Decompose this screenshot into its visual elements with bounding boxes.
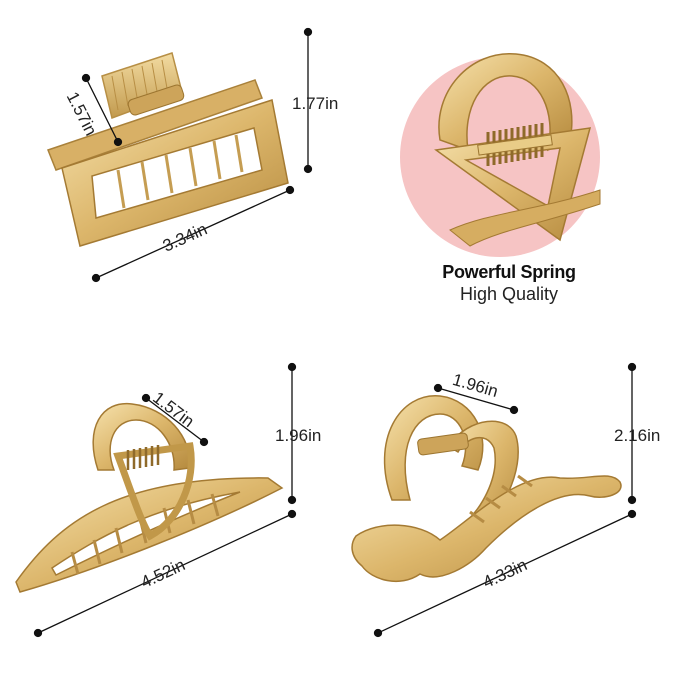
spring-caption: Powerful Spring High Quality: [400, 262, 618, 305]
wave-clip-height-label: 2.16in: [614, 426, 661, 445]
long-clip-height-label: 1.96in: [275, 426, 322, 445]
long-clip-dimensions: [33, 362, 297, 638]
rectangle-claw-clip: [47, 52, 289, 247]
wave-claw-clip: [351, 395, 622, 583]
spring-closeup: [400, 53, 601, 257]
wave-clip-dimensions: [373, 362, 637, 638]
long-claw-clip: [15, 402, 284, 593]
spring-caption-title: Powerful Spring: [442, 262, 576, 282]
rectangle-clip-dimensions: [81, 27, 313, 283]
rectangle-clip-height-label: 1.77in: [292, 94, 339, 113]
spring-caption-subtitle: High Quality: [459, 284, 559, 304]
